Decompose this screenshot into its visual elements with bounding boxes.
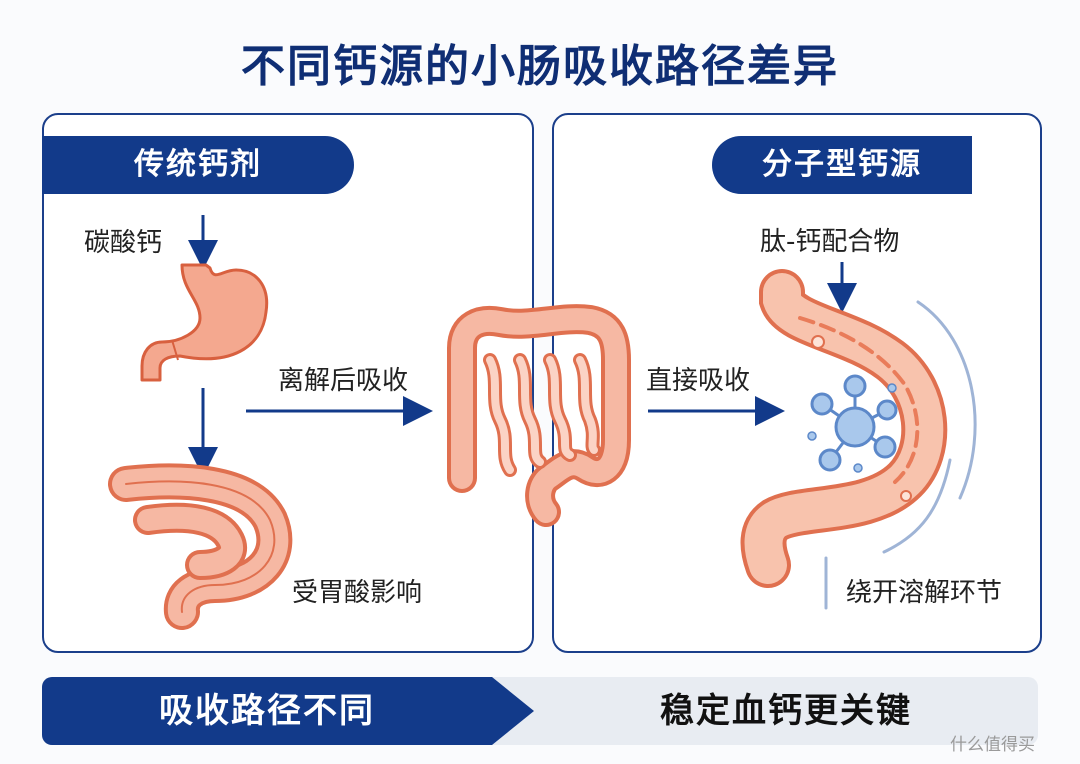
dissociation-absorption-label: 离解后吸收 xyxy=(278,366,409,396)
molecular-calcium-panel xyxy=(552,113,1042,653)
summary-right-text: 稳定血钙更关键 xyxy=(660,691,912,731)
stomach-icon xyxy=(140,263,269,382)
stomach-acid-note: 受胃酸影响 xyxy=(292,578,423,608)
duodenum-icon xyxy=(108,463,293,630)
calcium-carbonate-label: 碳酸钙 xyxy=(84,228,163,258)
bypass-dissolution-note: 绕开溶解环节 xyxy=(846,578,1003,608)
summary-bar: 吸收路径不同 稳定血钙更关键 xyxy=(42,677,1038,745)
traditional-calcium-tag: 传统钙剂 xyxy=(42,136,354,194)
motion-line-lower xyxy=(882,458,952,554)
intestine-icon xyxy=(447,304,631,527)
direct-absorption-label: 直接吸收 xyxy=(646,366,751,396)
motion-line-outer xyxy=(916,300,977,500)
page-title: 不同钙源的小肠吸收路径差异 xyxy=(241,41,839,92)
molecule-icon xyxy=(807,374,898,473)
summary-left-chevron xyxy=(42,677,534,745)
watermark: 什么值得买 xyxy=(950,735,1035,755)
curved-intestine-icon xyxy=(740,269,948,588)
molecular-calcium-tag: 分子型钙源 xyxy=(712,136,972,194)
peptide-calcium-label: 肽-钙配合物 xyxy=(760,227,900,257)
summary-left-text: 吸收路径不同 xyxy=(159,691,375,731)
